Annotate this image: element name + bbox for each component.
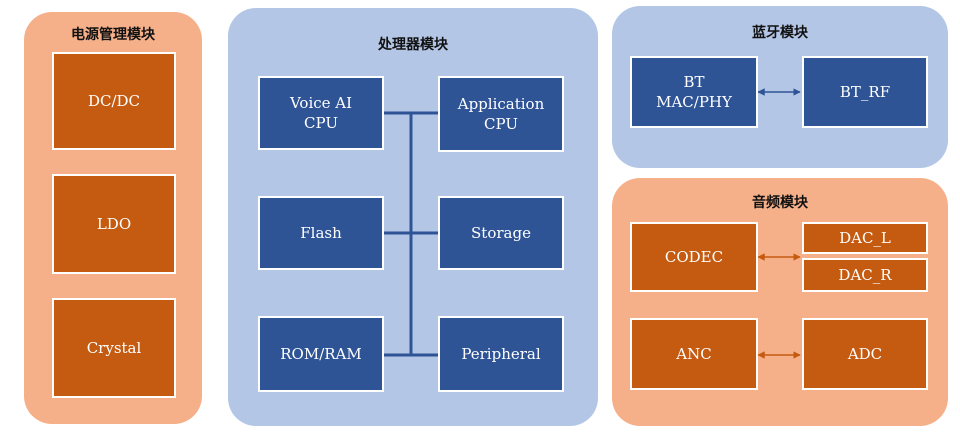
bluetooth-module-title: 蓝牙模块 bbox=[752, 25, 808, 41]
power-module-title: 电源管理模块 bbox=[71, 27, 155, 43]
bt-rf-block: BT_RF bbox=[802, 56, 928, 128]
anc-block: ANC bbox=[630, 318, 758, 390]
dac-l-block: DAC_L bbox=[802, 222, 928, 254]
crystal-block: Crystal bbox=[52, 298, 176, 398]
processor-module-title: 处理器模块 bbox=[378, 37, 448, 53]
application-cpu-block: Application CPU bbox=[438, 76, 564, 152]
dcdc-block: DC/DC bbox=[52, 52, 176, 150]
rom-ram-block: ROM/RAM bbox=[258, 316, 384, 392]
dac-r-block: DAC_R bbox=[802, 258, 928, 292]
peripheral-block: Peripheral bbox=[438, 316, 564, 392]
flash-block: Flash bbox=[258, 196, 384, 270]
adc-block: ADC bbox=[802, 318, 928, 390]
voice-ai-cpu-block: Voice AI CPU bbox=[258, 76, 384, 150]
audio-module-title: 音频模块 bbox=[752, 195, 808, 211]
storage-block: Storage bbox=[438, 196, 564, 270]
bt-mac-phy-block: BT MAC/PHY bbox=[630, 56, 758, 128]
ldo-block: LDO bbox=[52, 174, 176, 274]
codec-block: CODEC bbox=[630, 222, 758, 292]
